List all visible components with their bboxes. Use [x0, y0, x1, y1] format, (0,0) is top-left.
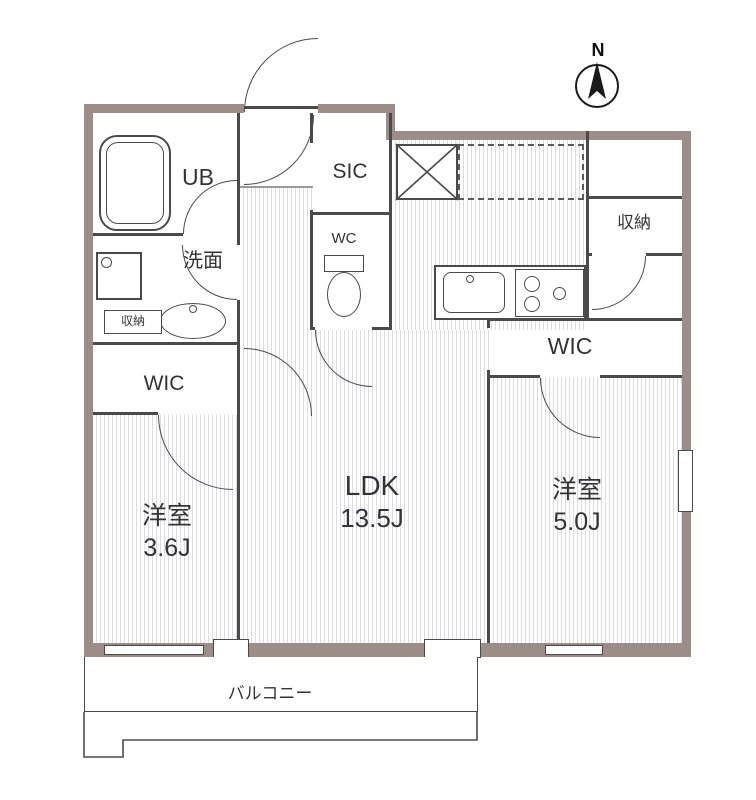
wall-segment: [586, 253, 592, 256]
stove-burner: [524, 276, 540, 292]
wall-segment: [646, 253, 682, 256]
wall-segment: [313, 212, 389, 215]
stove-burner: [553, 287, 566, 300]
window: [545, 645, 603, 655]
wall-segment: [310, 210, 313, 330]
washer-drain-icon: [101, 257, 112, 268]
sink-faucet-icon: [466, 275, 474, 283]
wall-segment: [93, 412, 158, 415]
room-size-ldk: 13.5J: [340, 503, 404, 533]
balcony-label: バルコニー: [227, 684, 313, 703]
stove-burner: [524, 296, 540, 312]
balcony: [84, 657, 478, 712]
floor-ldk: [313, 330, 490, 643]
window: [104, 645, 204, 655]
kitchen-sink: [443, 272, 505, 313]
room-label-unit-bath: UB: [182, 164, 214, 190]
wall-segment: [372, 327, 392, 330]
wall-segment: [487, 318, 490, 328]
room-label-storage-right: 収納: [617, 213, 651, 232]
wall-segment: [310, 327, 315, 330]
wall-segment: [93, 342, 237, 345]
refrigerator-space: [458, 144, 584, 200]
bathtub-inner: [106, 142, 164, 224]
wall-segment: [237, 113, 240, 245]
room-size-bedroom-left: 3.6J: [143, 534, 191, 562]
wall-segment: [386, 131, 691, 140]
wall-segment: [586, 131, 589, 321]
room-label-wic-left: WIC: [143, 372, 185, 395]
wall-segment: [84, 104, 93, 657]
room-label-shoe-closet: SIC: [332, 160, 368, 183]
wall-segment: [237, 300, 240, 643]
room-size-bedroom-right: 5.0J: [553, 508, 601, 536]
wall-segment: [586, 196, 682, 199]
wall-segment: [93, 233, 183, 236]
room-label-ldk: LDK: [344, 470, 400, 501]
balcony-step-outline: [83, 712, 478, 758]
toilet-tank: [324, 255, 364, 272]
basin-faucet-icon: [189, 305, 197, 313]
room-label-washroom: 洗面: [183, 250, 223, 272]
compass-north-label: N: [591, 40, 605, 60]
wall-segment: [600, 375, 682, 378]
wall-segment: [487, 375, 540, 378]
wall-segment: [487, 370, 490, 643]
wall-segment: [84, 104, 244, 113]
north-arrow-icon: [588, 62, 606, 99]
wall-segment: [682, 131, 691, 657]
room-label-wic-right: WIC: [547, 333, 593, 359]
room-label-bedroom-left: 洋室: [141, 502, 192, 530]
room-label-bedroom-right: 洋室: [551, 476, 602, 504]
x-hatch-line: [395, 143, 459, 201]
toilet-bowl: [327, 272, 361, 317]
window: [678, 450, 693, 512]
wall-segment: [389, 113, 392, 330]
genkan-step-line: [240, 186, 313, 188]
storage-left-label-box: 収納: [104, 310, 162, 334]
room-label-wc: WC: [331, 230, 357, 247]
wall-segment: [318, 104, 395, 113]
